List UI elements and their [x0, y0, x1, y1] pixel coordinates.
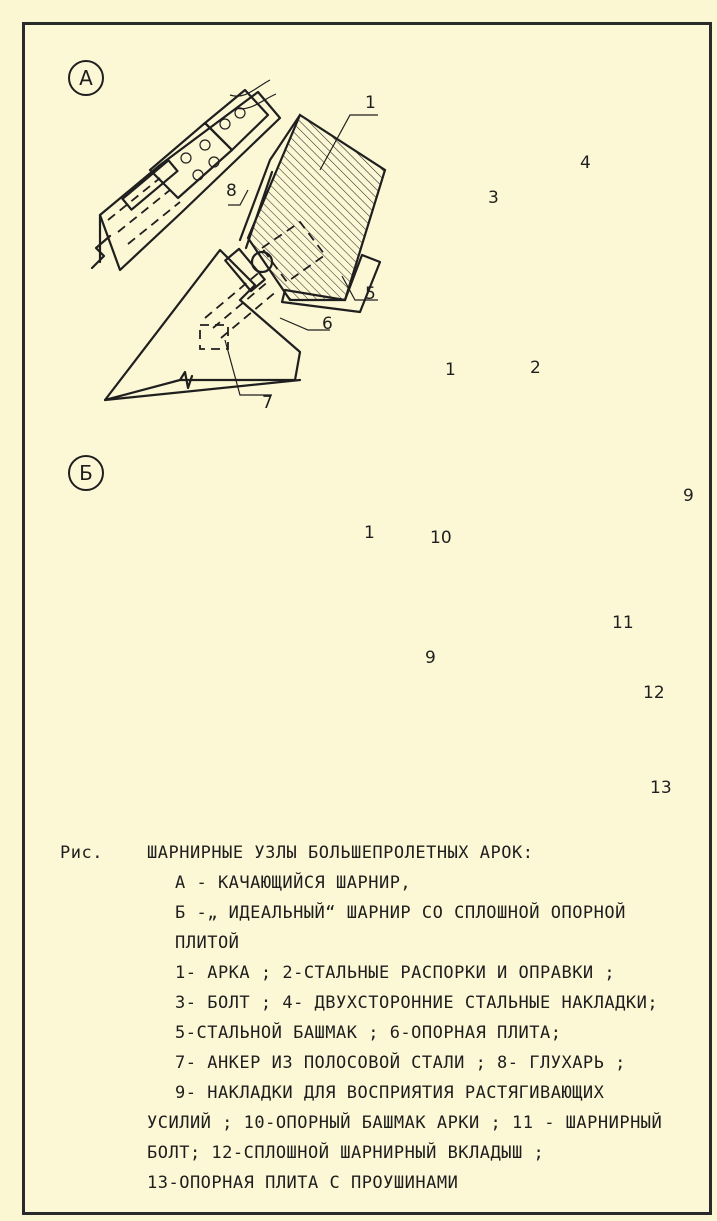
caption-prefix: Рис.: [60, 843, 103, 863]
caption-line: БОЛТ; 12-СПЛОШНОЙ ШАРНИРНЫЙ ВКЛАДЫШ ;: [147, 1143, 545, 1163]
caption-line: ПЛИТОЙ: [175, 933, 240, 953]
label-a-1-arch: 1: [365, 93, 376, 113]
label-b-11-pin: 11: [612, 613, 634, 633]
label-a-5-shoe: 5: [365, 284, 376, 304]
label-a-4-plates: 4: [580, 153, 591, 173]
label-b-13-baseplate: 13: [650, 778, 672, 798]
caption-line: А - КАЧАЮЩИЙСЯ ШАРНИР,: [175, 873, 412, 893]
label-b-12-liner: 12: [643, 683, 665, 703]
label-b-9-plate-left: 9: [425, 648, 436, 668]
caption-line: 3- БОЛТ ; 4- ДВУХСТОРОННИЕ СТАЛЬНЫЕ НАКЛ…: [175, 993, 659, 1013]
caption-line: УСИЛИЙ ; 10-ОПОРНЫЙ БАШМАК АРКИ ; 11 - Ш…: [147, 1113, 663, 1133]
label-b-1-arch: 1: [364, 523, 375, 543]
caption-line: 13-ОПОРНАЯ ПЛИТА С ПРОУШИНАМИ: [147, 1173, 459, 1193]
caption-title: ШАРНИРНЫЕ УЗЛЫ БОЛЬШЕПРОЛЕТНЫХ АРОК:: [147, 843, 534, 863]
label-a-7-anchor: 7: [262, 393, 273, 413]
label-a-3-bolt: 3: [488, 188, 499, 208]
caption-line: 5-СТАЛЬНОЙ БАШМАК ; 6-ОПОРНАЯ ПЛИТА;: [175, 1023, 562, 1043]
caption-line: 7- АНКЕР ИЗ ПОЛОСОВОЙ СТАЛИ ; 8- ГЛУХАРЬ…: [175, 1053, 626, 1073]
caption-line: 1- АРКА ; 2-СТАЛЬНЫЕ РАСПОРКИ И ОПРАВКИ …: [175, 963, 616, 983]
label-a-6-plate: 6: [322, 314, 333, 334]
label-b-9-plate-right: 9: [683, 486, 694, 506]
caption-line: 9- НАКЛАДКИ ДЛЯ ВОСПРИЯТИЯ РАСТЯГИВАЮЩИХ: [175, 1083, 605, 1103]
panel-a-elevation: [90, 79, 387, 402]
label-a-8-lag: 8: [226, 181, 237, 201]
panel-b-letter: Б: [68, 455, 104, 491]
caption-line: Б -„ ИДЕАЛЬНЫЙ“ ШАРНИР СО СПЛОШНОЙ ОПОРН…: [175, 903, 626, 923]
label-a-2-struts: 2: [530, 358, 541, 378]
label-a-1-plan: 1: [445, 360, 456, 380]
panel-a-letter: А: [68, 60, 104, 96]
label-b-10-shoe: 10: [430, 528, 452, 548]
